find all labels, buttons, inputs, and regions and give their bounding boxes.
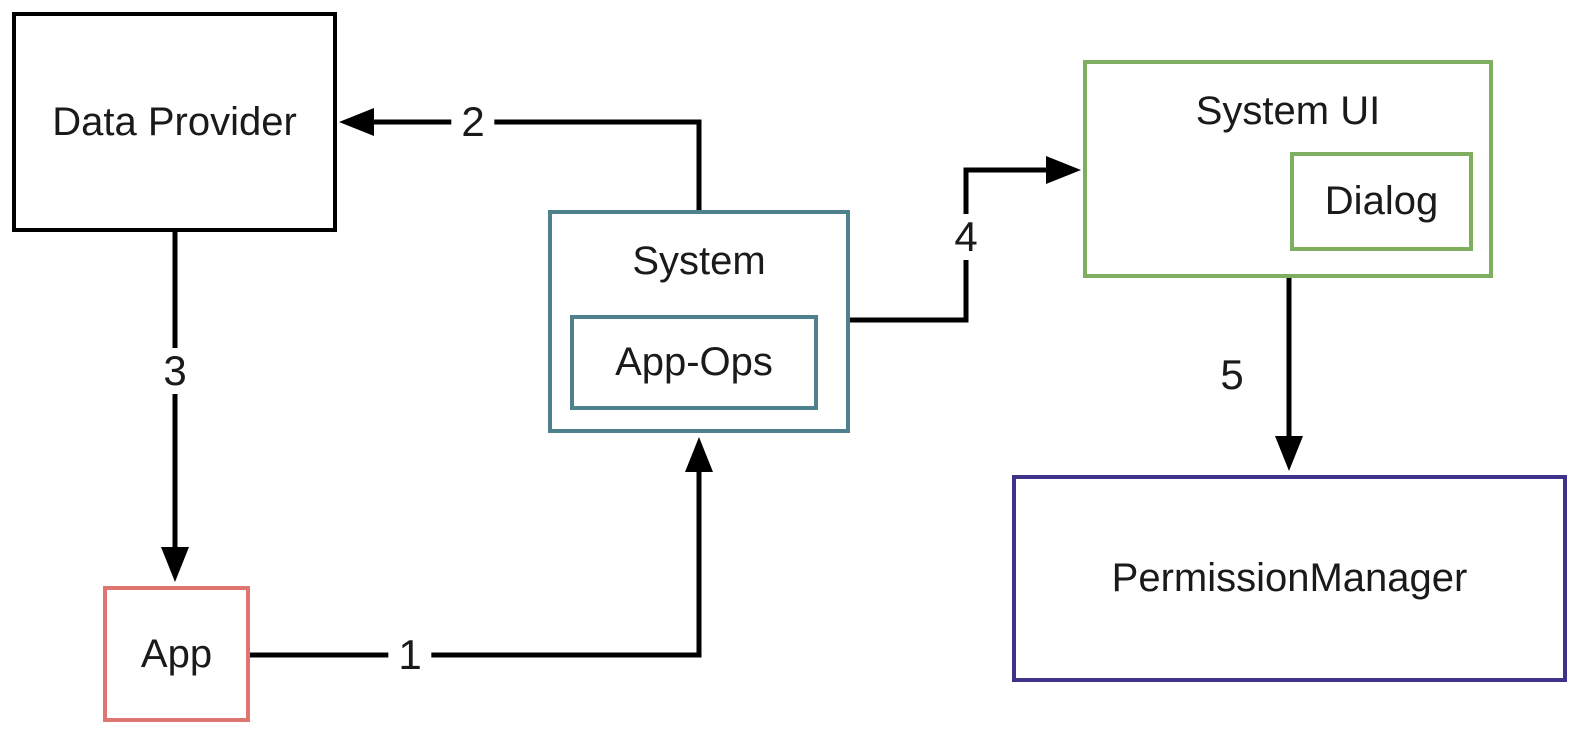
data-provider-label: Data Provider [52, 99, 297, 144]
arrow-1-app-to-system [250, 437, 713, 658]
arrow-1-arrowhead-icon [685, 437, 713, 472]
app-box: App [103, 586, 250, 722]
arrow-label-4: 4 [944, 214, 988, 260]
app-ops-label: App-Ops [615, 340, 773, 384]
app-ops-box: App-Ops [570, 315, 818, 410]
arrow-1-line [250, 472, 702, 658]
arrow-label-3: 3 [153, 348, 197, 394]
dialog-box: Dialog [1290, 152, 1473, 251]
permission-manager-label: PermissionManager [1111, 556, 1468, 600]
system-label: System [632, 239, 766, 283]
system-ui-box: System UI Dialog [1083, 60, 1493, 278]
arrow-label-2: 2 [451, 99, 495, 145]
dialog-label: Dialog [1324, 179, 1439, 223]
arrow-3-data-provider-to-app [161, 232, 189, 582]
arrow-label-1: 1 [388, 632, 432, 678]
arrow-4-arrowhead-icon [1046, 156, 1081, 184]
system-ui-label: System UI [1195, 89, 1381, 133]
arrow-5-arrowhead-icon [1275, 436, 1303, 471]
app-label: App [140, 631, 213, 676]
system-box: System App-Ops [548, 210, 850, 433]
arrow-5-system-ui-to-permission-manager [1275, 278, 1303, 471]
data-provider-box: Data Provider [12, 12, 337, 232]
arrow-2-arrowhead-icon [339, 108, 374, 136]
arrow-2-system-to-data-provider [339, 108, 702, 210]
permission-manager-box: PermissionManager [1012, 475, 1567, 682]
arrow-2-line [374, 119, 702, 210]
arrow-label-5: 5 [1210, 352, 1254, 398]
arrow-3-arrowhead-icon [161, 547, 189, 582]
